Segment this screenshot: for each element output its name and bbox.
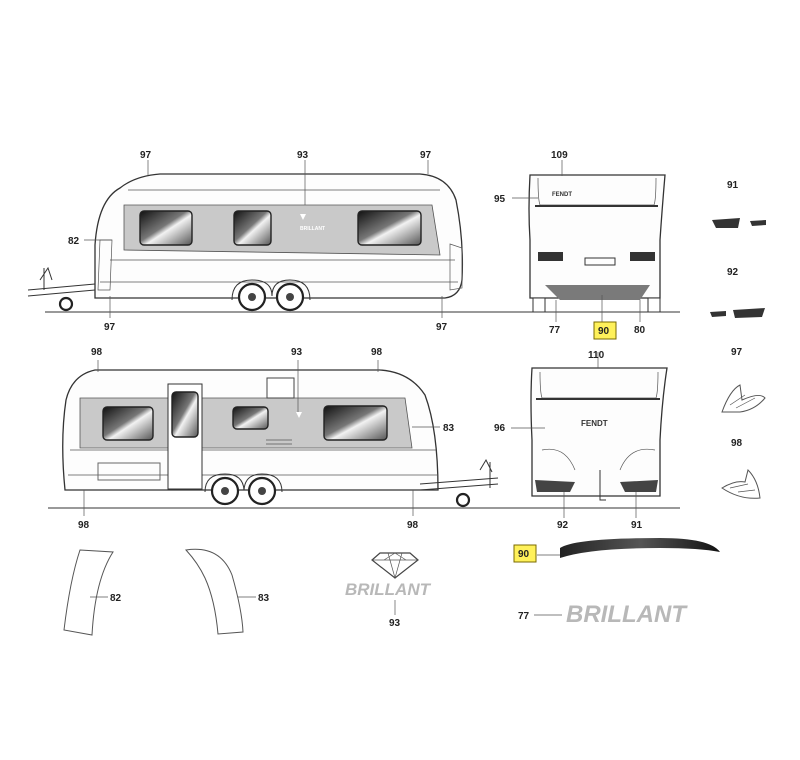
label-98: 98 (91, 347, 103, 358)
label-97: 97 (420, 150, 432, 161)
window (357, 210, 422, 246)
label-83: 83 (443, 423, 455, 434)
highlight-box-90 (513, 544, 537, 563)
label-98: 98 (371, 347, 383, 358)
label-97: 97 (140, 150, 152, 161)
label-90: 90 (598, 326, 610, 337)
part-91-light-trim (712, 218, 740, 228)
label-98: 98 (78, 520, 90, 531)
side-view-bottom: 98 93 98 83 98 98 (48, 347, 500, 531)
window (323, 405, 388, 441)
label-93: 93 (297, 150, 309, 161)
label-82: 82 (68, 236, 80, 247)
rear-view-top: FENDT 109 95 77 90 80 (494, 150, 680, 340)
jockey-wheel (58, 296, 74, 312)
label-91: 91 (631, 520, 643, 531)
front-light (535, 480, 575, 492)
front-light (620, 480, 658, 492)
side-view-top: BRILLANT 97 93 97 82 97 97 (27, 150, 500, 333)
drawbar (27, 283, 96, 297)
label-97: 97 (104, 322, 116, 333)
rear-logo: FENDT (552, 192, 572, 198)
label-77: 77 (549, 325, 561, 336)
label-82: 82 (110, 593, 122, 604)
part-92-light-trim (733, 308, 765, 318)
caravan-front (530, 367, 668, 497)
label-83: 83 (258, 593, 270, 604)
label-95: 95 (494, 194, 506, 205)
label-93: 93 (291, 347, 303, 358)
label-109: 109 (551, 150, 568, 161)
label-96: 96 (494, 423, 506, 434)
label-92: 92 (557, 520, 569, 531)
door-window (171, 391, 199, 438)
rear-light (538, 252, 563, 261)
window (139, 210, 193, 246)
caravan-rear (528, 174, 666, 299)
window (232, 406, 269, 430)
label-97: 97 (731, 347, 743, 358)
label-90: 90 (518, 549, 530, 560)
front-view-bottom: FENDT 110 96 92 91 (494, 350, 680, 531)
rear-apron (545, 285, 650, 300)
rear-light (630, 252, 655, 261)
window (102, 406, 154, 441)
label-97: 97 (436, 322, 448, 333)
label-93: 93 (389, 618, 401, 629)
decal-brand-text: BRILLANT (566, 601, 688, 628)
part-90-roof-stripe (560, 538, 720, 558)
parts-right-column: 91 92 97 98 (710, 180, 766, 499)
emblem-brand-text: BRILLANT (345, 580, 432, 599)
parts-bottom-row: 82 83 BRILLANT 93 90 77 BRILLANT (63, 538, 720, 636)
part-98-decal (721, 469, 761, 499)
label-110: 110 (588, 350, 605, 361)
side-logo: BRILLANT (300, 226, 325, 232)
label-91: 91 (727, 180, 739, 191)
label-92: 92 (727, 267, 739, 278)
part-93-emblem: BRILLANT (345, 552, 432, 599)
highlight-box-90 (593, 321, 617, 340)
part-97-decal (721, 384, 766, 413)
part-83-panel (184, 548, 244, 635)
label-98: 98 (407, 520, 419, 531)
jockey-wheel (455, 492, 471, 508)
label-77: 77 (518, 611, 530, 622)
label-80: 80 (634, 325, 646, 336)
window (233, 210, 272, 246)
part-82-panel (63, 549, 114, 636)
label-98: 98 (731, 438, 743, 449)
front-logo: FENDT (581, 419, 608, 428)
